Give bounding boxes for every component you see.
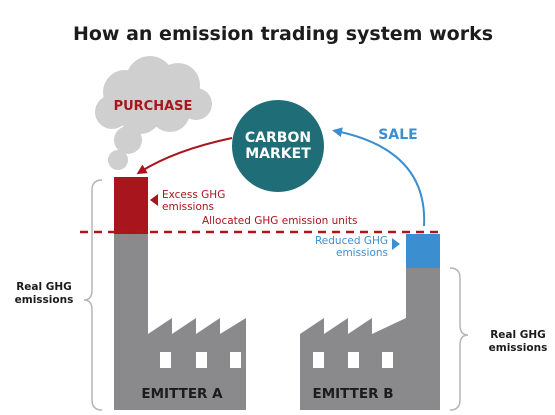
allocated-label: Allocated GHG emission units bbox=[202, 215, 357, 227]
excess-pointer bbox=[150, 194, 158, 206]
carbon-market-circle bbox=[232, 100, 324, 192]
page-title: How an emission trading system works bbox=[73, 23, 493, 45]
reduced-emissions-block bbox=[406, 234, 440, 268]
purchase-arrow bbox=[136, 137, 233, 175]
real-emissions-bracket-right bbox=[449, 267, 469, 411]
real-emissions-right-line2: emissions bbox=[489, 342, 548, 354]
excess-label-line2: emissions bbox=[162, 201, 214, 213]
smoke-cloud bbox=[95, 56, 212, 170]
real-emissions-left-line1: Real GHG bbox=[16, 281, 72, 293]
carbon-market-line1: CARBON bbox=[245, 130, 311, 146]
carbon-market-line2: MARKET bbox=[245, 146, 311, 162]
purchase-label: PURCHASE bbox=[114, 99, 193, 114]
emitter-a-factory bbox=[114, 234, 246, 410]
real-emissions-bracket-left bbox=[83, 179, 103, 411]
emitter-b-factory bbox=[300, 268, 440, 410]
reduced-label-line1: Reduced GHG bbox=[315, 235, 388, 247]
emitter-b-label: EMITTER B bbox=[312, 386, 393, 402]
sale-label: SALE bbox=[378, 127, 417, 143]
sale-arrow bbox=[332, 127, 426, 227]
real-emissions-left-line2: emissions bbox=[15, 294, 74, 306]
real-emissions-right-line1: Real GHG bbox=[490, 329, 546, 341]
excess-label-line1: Excess GHG bbox=[162, 189, 225, 201]
reduced-label-line2: emissions bbox=[336, 247, 388, 259]
reduced-pointer bbox=[392, 238, 400, 250]
emitter-a-label: EMITTER A bbox=[141, 386, 223, 402]
excess-emissions-block bbox=[114, 177, 148, 234]
